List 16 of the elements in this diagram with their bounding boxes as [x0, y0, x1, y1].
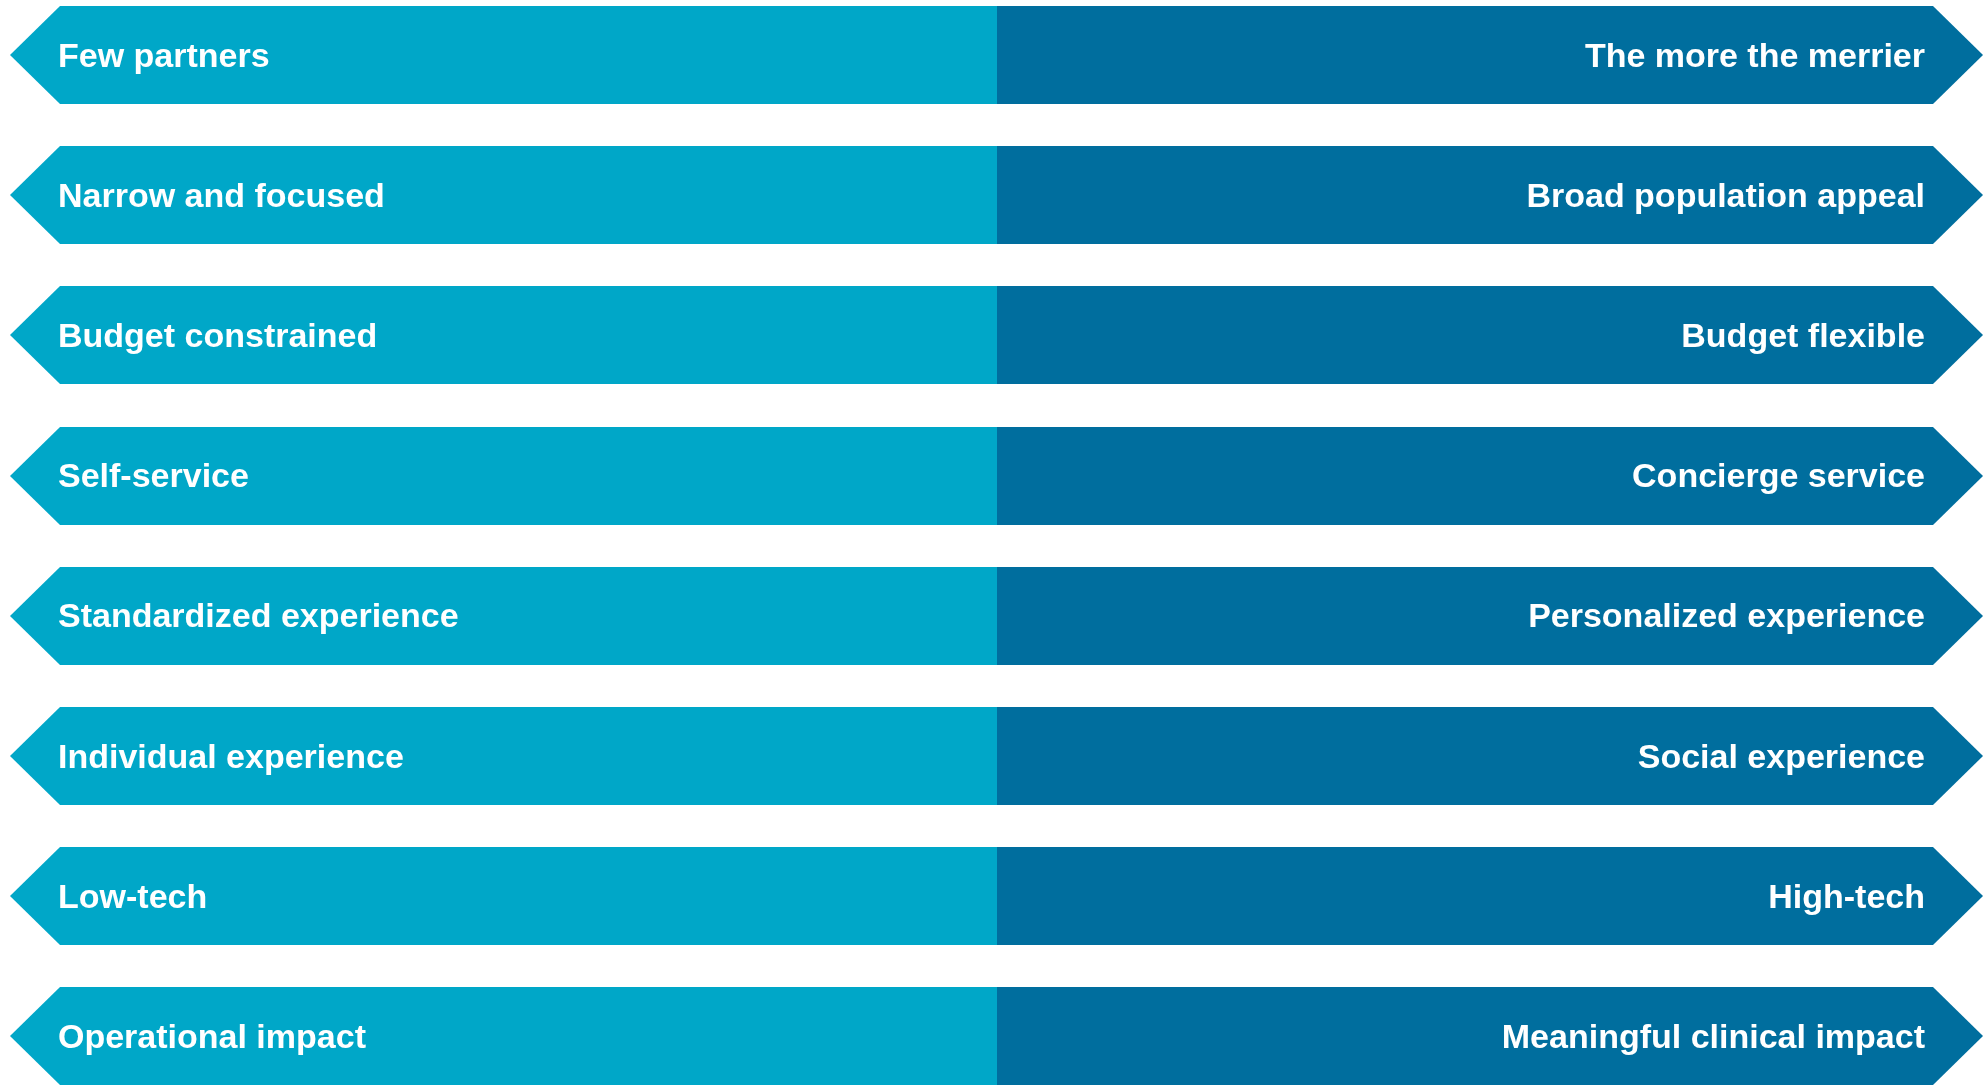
band-label: Standardized experience — [58, 595, 459, 637]
band-label: Budget flexible — [1681, 314, 1925, 356]
band-label: Low-tech — [58, 875, 208, 917]
band-label: Social experience — [1637, 735, 1925, 777]
band-label: Self-service — [58, 455, 249, 497]
band-label: Individual experience — [58, 735, 404, 777]
band-label: High-tech — [1768, 875, 1925, 917]
band-label: Operational impact — [58, 1015, 366, 1057]
band-label: Narrow and focused — [58, 174, 385, 216]
band-label: Broad population appeal — [1526, 174, 1925, 216]
band-label: Meaningful clinical impact — [1501, 1015, 1925, 1057]
band-label: Few partners — [58, 34, 270, 76]
band-label: Concierge service — [1632, 455, 1925, 497]
band-label: Personalized experience — [1528, 595, 1925, 637]
band-label: Budget constrained — [58, 314, 378, 356]
band-label: The more the merrier — [1584, 34, 1925, 76]
